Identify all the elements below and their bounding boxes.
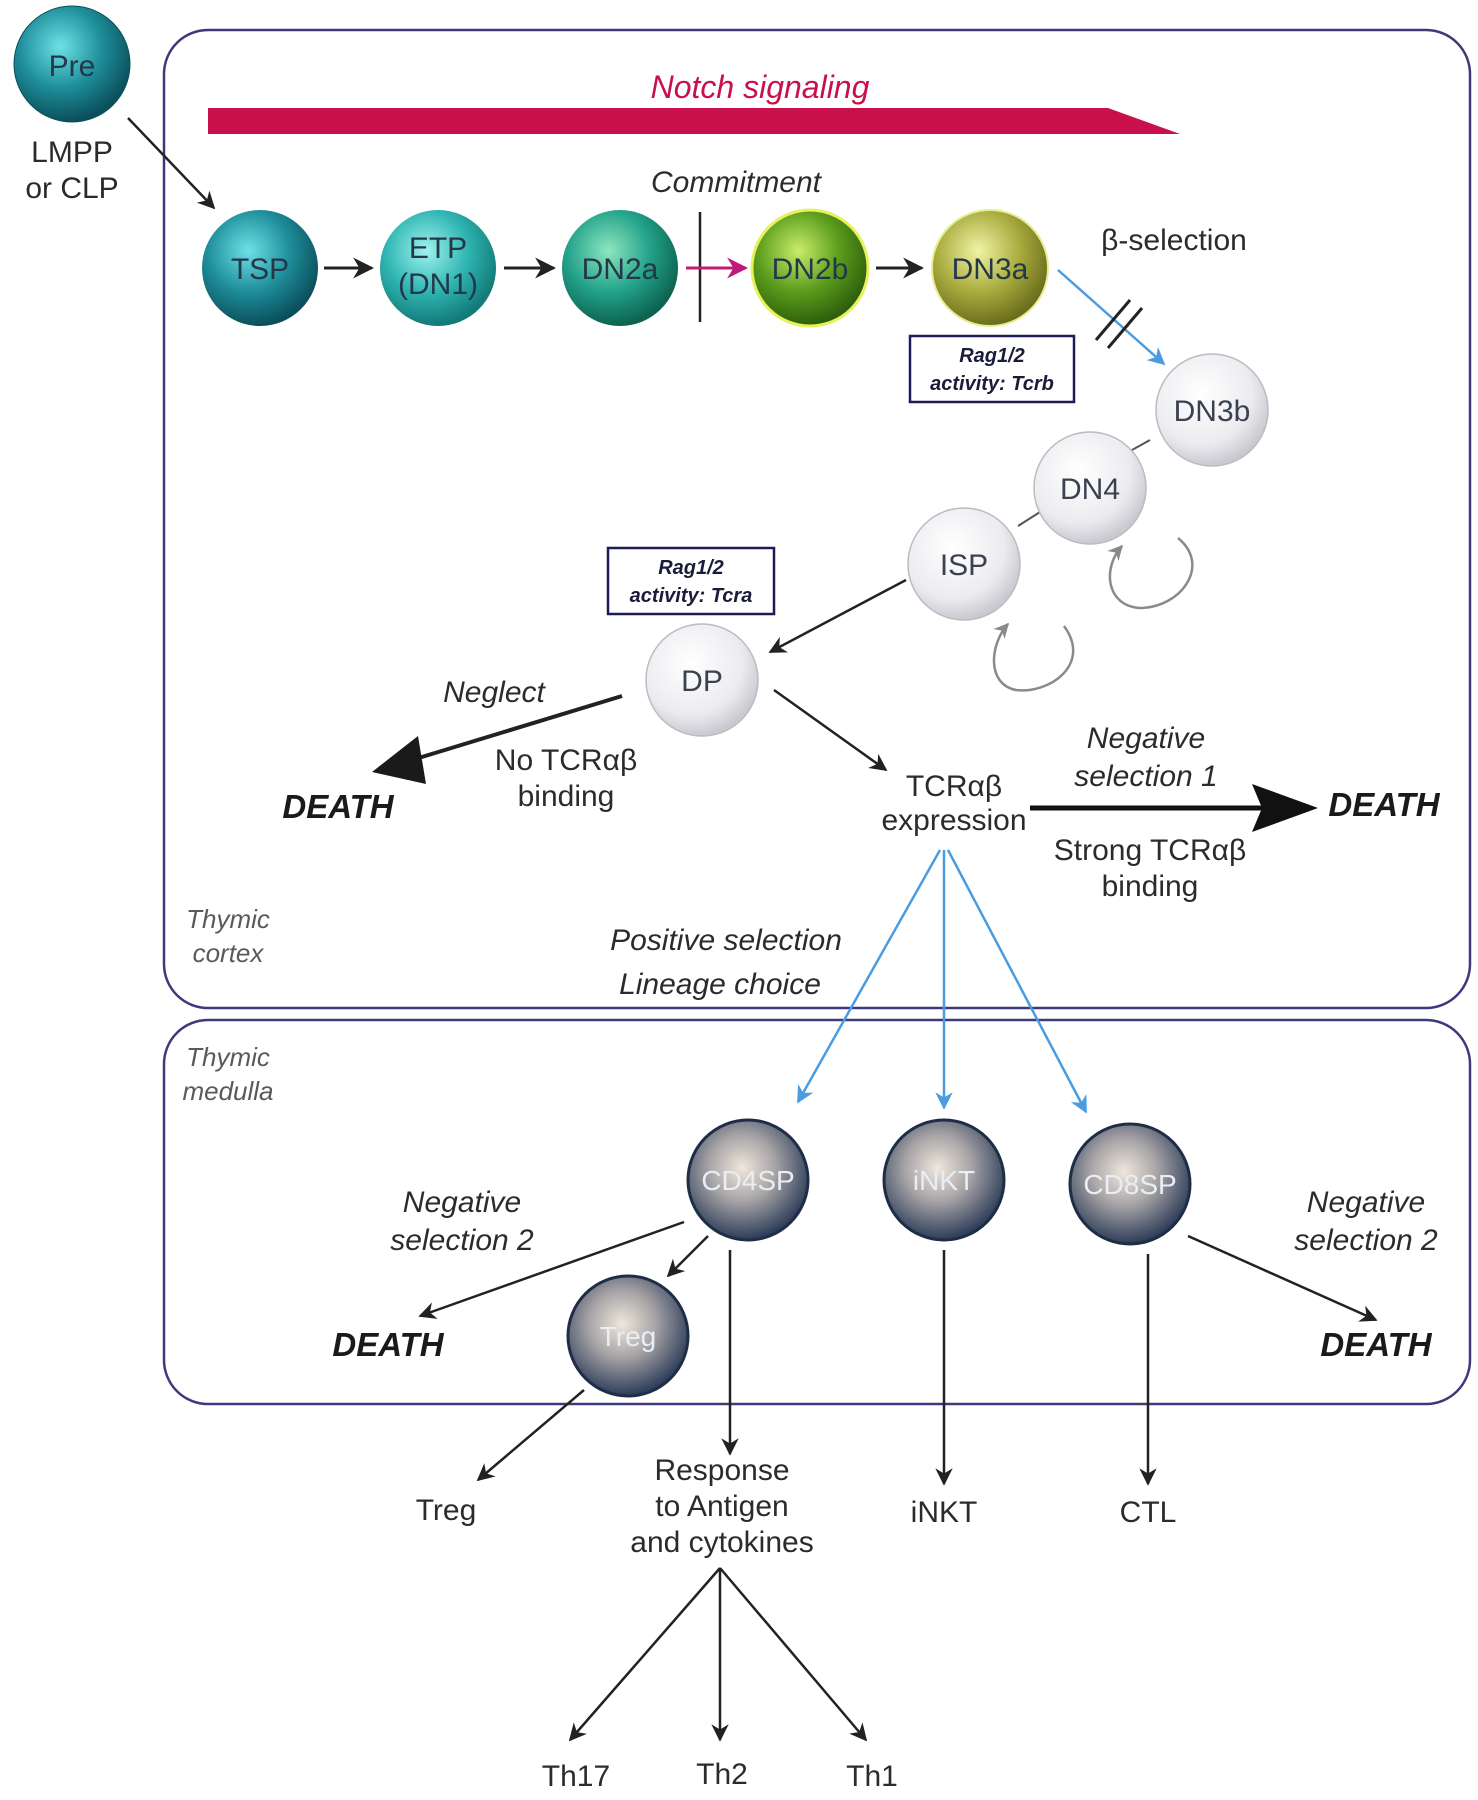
output-inkt-label: iNKT [911, 1496, 978, 1529]
lineage-to-cd8sp-arrow [946, 849, 1088, 1114]
negative-selection-2-left-death-label: DEATH [332, 1326, 444, 1363]
tcr-expression-line1: TCRαβ [906, 770, 1002, 803]
th2-label: Th2 [696, 1758, 748, 1791]
cd8sp-to-death-arrow [1187, 1234, 1378, 1322]
dn3b-label: DN3b [1174, 395, 1251, 428]
progenitor-cell-label: Pre [49, 50, 96, 83]
output-ctl-label: CTL [1120, 1496, 1177, 1529]
isp-proliferation-loop-icon [992, 622, 1075, 692]
isp-to-dp-arrow [768, 578, 907, 654]
dn2b-cell [750, 208, 870, 328]
beta-selection-label: β-selection [1101, 224, 1247, 257]
progenitor-to-tsp-arrow [127, 117, 216, 210]
dn3a-to-dn3b-arrow [1057, 269, 1166, 366]
th1-label: Th1 [846, 1760, 898, 1793]
strong-binding-line1: Strong TCRαβ [1054, 834, 1246, 867]
dp-to-tcr-expression-arrow [773, 688, 888, 772]
rag-box-tcra-line2: activity: Tcra [630, 585, 753, 607]
cortex-label-line2: cortex [193, 938, 265, 968]
rag-box-tcrb-line1: Rag1/2 [959, 345, 1025, 367]
tsp-label: TSP [231, 253, 289, 286]
treg-label: Treg [600, 1321, 657, 1352]
cd4sp-to-treg-arrow [666, 1235, 709, 1278]
cd4sp-to-death-arrow [418, 1220, 685, 1319]
thymic-cortex-panel [162, 28, 1472, 1010]
strong-binding-line2: binding [1102, 870, 1199, 903]
dp-cell [645, 623, 759, 737]
response-to-th1-arrow [719, 1567, 868, 1742]
beta-selection-block-1 [1094, 299, 1132, 341]
response-line1: Response [654, 1454, 789, 1487]
rag-box-tcrb [908, 334, 1076, 404]
dn2b-label: DN2b [772, 253, 849, 286]
dn4-label: DN4 [1060, 473, 1120, 506]
treg-cell [566, 1274, 690, 1398]
dp-label: DP [681, 665, 723, 698]
dn2a-cell [562, 210, 678, 326]
negative-selection-1-arrowhead [1252, 784, 1318, 832]
dn4-proliferation-loop-icon [1107, 537, 1194, 610]
output-treg-label: Treg [416, 1494, 477, 1527]
dn4-to-isp-link [1017, 511, 1041, 527]
isp-label: ISP [940, 549, 988, 582]
notch-signaling-label: Notch signaling [651, 69, 870, 105]
progenitor-label-line1: LMPP [31, 136, 113, 169]
th17-label: Th17 [542, 1760, 610, 1793]
neglect-death-label: DEATH [282, 788, 394, 825]
notch-signaling-bar [208, 108, 1180, 134]
dn3a-cell [931, 209, 1049, 327]
inkt-cell [882, 1118, 1006, 1242]
negative-selection-2-right-line2: selection 2 [1294, 1224, 1438, 1257]
response-to-th17-arrow [568, 1567, 721, 1742]
tcr-expression-line2: expression [881, 804, 1026, 837]
isp-cell [907, 507, 1021, 621]
negative-selection-1-line2: selection 1 [1074, 760, 1217, 793]
lineage-to-cd4sp-arrow [796, 849, 942, 1104]
cortex-label-line1: Thymic [186, 904, 270, 934]
negative-selection-2-right-line1: Negative [1307, 1186, 1425, 1219]
no-binding-line2: binding [518, 780, 615, 813]
commitment-label: Commitment [651, 166, 823, 199]
thymic-medulla-panel [162, 1018, 1472, 1406]
neglect-label: Neglect [443, 676, 546, 709]
response-line2: to Antigen [655, 1490, 788, 1523]
cd8sp-label: CD8SP [1083, 1169, 1176, 1200]
dn3b-to-dn4-link [1131, 439, 1151, 451]
etp-label-line1: ETP [409, 232, 467, 265]
etp-label-line2: (DN1) [398, 268, 478, 301]
medulla-label-line2: medulla [182, 1076, 273, 1106]
etp-cell [380, 210, 496, 326]
dn3a-label: DN3a [952, 253, 1029, 286]
cd4sp-label: CD4SP [701, 1165, 794, 1196]
progenitor-cell [13, 5, 131, 123]
rag-box-tcra [606, 546, 776, 616]
negative-selection-2-left-line1: Negative [403, 1186, 521, 1219]
medulla-label-line1: Thymic [186, 1042, 270, 1072]
response-line3: and cytokines [630, 1526, 813, 1559]
no-binding-line1: No TCRαβ [495, 744, 637, 777]
dn3b-cell [1155, 353, 1269, 467]
rag-box-tcra-line1: Rag1/2 [658, 557, 724, 579]
negative-selection-2-right-death-label: DEATH [1320, 1326, 1432, 1363]
dn4-cell [1033, 431, 1147, 545]
progenitor-label-line2: or CLP [25, 172, 118, 205]
neglect-arrowhead [372, 736, 426, 784]
positive-selection-line1: Positive selection [610, 924, 842, 957]
neglect-arrow [411, 694, 623, 762]
negative-selection-1-death-label: DEATH [1328, 786, 1440, 823]
inkt-label: iNKT [913, 1165, 975, 1196]
rag-box-tcrb-line2: activity: Tcrb [930, 373, 1054, 395]
tsp-cell [202, 210, 318, 326]
positive-selection-line2: Lineage choice [619, 968, 821, 1001]
negative-selection-1-line1: Negative [1087, 722, 1205, 755]
negative-selection-2-left-line2: selection 2 [390, 1224, 534, 1257]
treg-to-output-arrow [476, 1389, 585, 1482]
dn2a-label: DN2a [582, 253, 659, 286]
beta-selection-block-2 [1106, 307, 1144, 349]
cd4sp-cell [686, 1118, 810, 1242]
cd8sp-cell [1068, 1122, 1192, 1246]
